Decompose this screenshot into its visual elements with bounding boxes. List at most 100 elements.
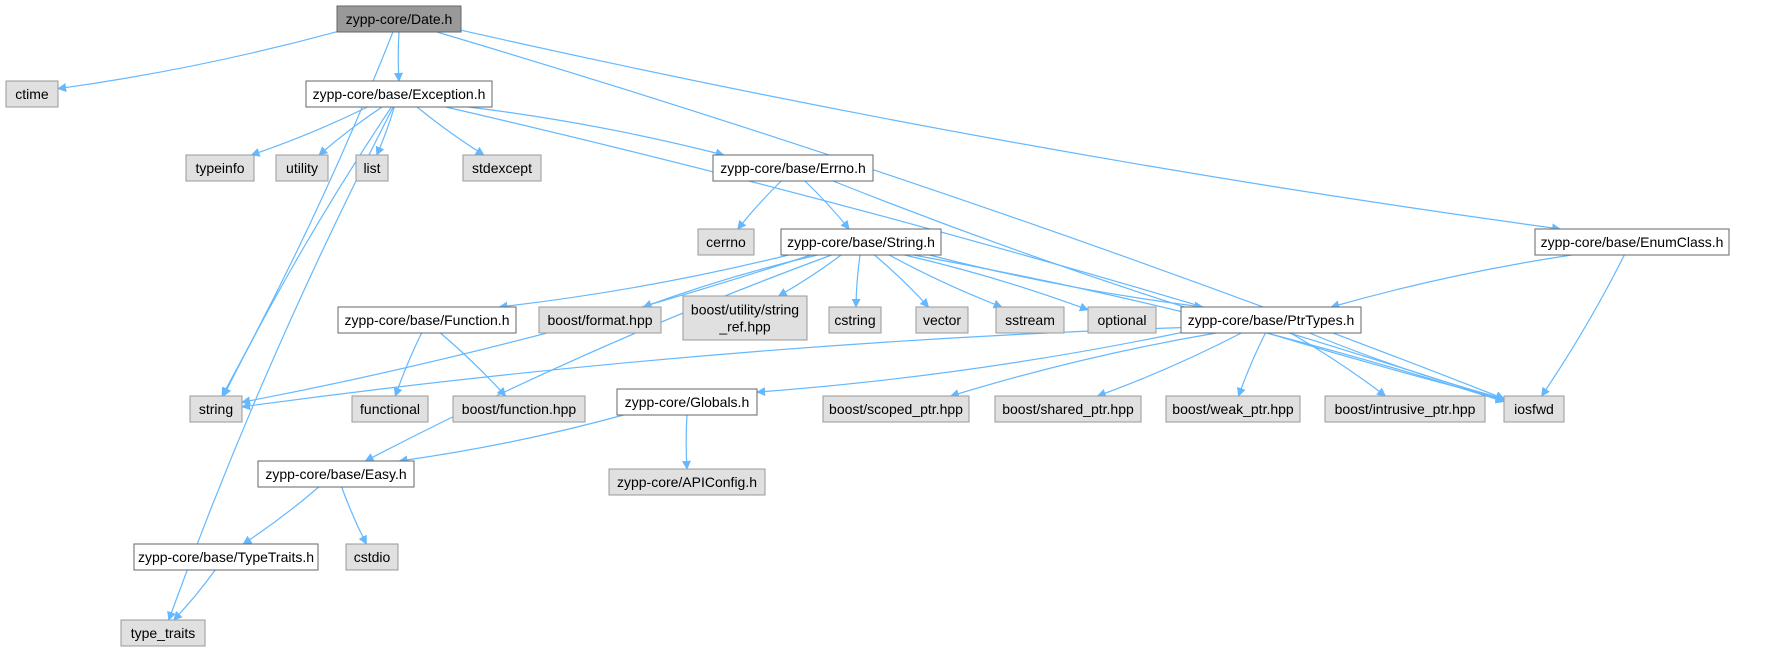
node-stdexcept: stdexcept xyxy=(462,154,542,182)
node-errno_h[interactable]: zypp-core/base/Errno.h xyxy=(712,154,874,182)
node-box xyxy=(915,306,969,334)
edge-date-to-enumclass xyxy=(460,29,1562,233)
node-label: zypp-core/base/PtrTypes.h xyxy=(1188,312,1355,328)
edge-string_h-to-boost_string_ref xyxy=(777,254,842,297)
node-box xyxy=(1165,395,1301,423)
edge-exception-to-string xyxy=(223,106,392,397)
node-box xyxy=(608,468,766,496)
node-list: list xyxy=(355,154,389,182)
node-enumclass[interactable]: zypp-core/base/EnumClass.h xyxy=(1534,228,1730,256)
node-box xyxy=(355,154,389,182)
node-label: list xyxy=(363,160,380,176)
edge-date-to-iosfwd xyxy=(436,31,1505,400)
edge-string_h-to-vector xyxy=(874,254,930,308)
node-globals[interactable]: zypp-core/Globals.h xyxy=(616,388,758,416)
node-box xyxy=(275,154,329,182)
node-label: boost/function.hpp xyxy=(462,401,577,417)
node-function_h[interactable]: zypp-core/base/Function.h xyxy=(337,306,517,334)
node-label: utility xyxy=(286,160,318,176)
node-label: zypp-core/base/Function.h xyxy=(345,312,510,328)
node-label: functional xyxy=(360,401,420,417)
node-label: string xyxy=(199,401,233,417)
node-label: boost/weak_ptr.hpp xyxy=(1172,401,1294,417)
node-box xyxy=(822,395,970,423)
node-boost_weak: boost/weak_ptr.hpp xyxy=(1165,395,1301,423)
node-box xyxy=(780,228,942,256)
node-box xyxy=(305,80,493,108)
node-box xyxy=(337,306,517,334)
node-label: sstream xyxy=(1005,312,1055,328)
node-ptrtypes[interactable]: zypp-core/base/PtrTypes.h xyxy=(1180,306,1362,334)
node-box xyxy=(133,543,319,571)
node-boost_scoped: boost/scoped_ptr.hpp xyxy=(822,395,970,423)
node-label: optional xyxy=(1097,312,1146,328)
node-box xyxy=(351,395,429,423)
edge-ptrtypes-to-boost_shared xyxy=(1096,332,1242,398)
node-ctime: ctime xyxy=(5,80,59,108)
node-string_h[interactable]: zypp-core/base/String.h xyxy=(780,228,942,256)
node-boost_shared: boost/shared_ptr.hpp xyxy=(994,395,1142,423)
node-box xyxy=(189,395,243,423)
edge-typetraits_h-to-type_traits xyxy=(173,569,216,621)
edge-ptrtypes-to-boost_intrusive xyxy=(1290,332,1387,397)
edge-string_h-to-cstring xyxy=(851,254,861,308)
dependency-nodes: zypp-core/Date.h ctime zypp-core/base/Exce… xyxy=(5,5,1730,647)
node-iosfwd: iosfwd xyxy=(1503,395,1565,423)
node-string: string xyxy=(189,395,243,423)
node-box xyxy=(697,228,755,256)
node-box xyxy=(1534,228,1730,256)
node-vector: vector xyxy=(915,306,969,334)
edge-exception-to-utility xyxy=(318,106,383,156)
node-box xyxy=(120,619,206,647)
edge-string_h-to-string xyxy=(241,254,811,406)
edge-exception-to-iosfwd xyxy=(445,106,1505,403)
node-box xyxy=(538,306,662,334)
edge-string_h-to-easy xyxy=(364,254,832,462)
node-box xyxy=(462,154,542,182)
node-box xyxy=(1503,395,1565,423)
node-box xyxy=(712,154,874,182)
edge-globals-to-easy xyxy=(398,414,624,465)
node-label: cstdio xyxy=(354,549,391,565)
node-typetraits_h[interactable]: zypp-core/base/TypeTraits.h xyxy=(133,543,319,571)
edge-ptrtypes-to-boost_weak xyxy=(1237,332,1266,397)
node-utility: utility xyxy=(275,154,329,182)
node-type_traits: type_traits xyxy=(120,619,206,647)
node-box xyxy=(828,306,882,334)
node-label: boost/shared_ptr.hpp xyxy=(1002,401,1134,417)
node-cstring: cstring xyxy=(828,306,882,334)
node-label: zypp-core/base/TypeTraits.h xyxy=(138,549,314,565)
edge-function_h-to-functional xyxy=(393,332,423,397)
edge-easy-to-typetraits_h xyxy=(242,486,320,545)
node-easy[interactable]: zypp-core/base/Easy.h xyxy=(257,460,415,488)
edge-errno_h-to-string_h xyxy=(804,180,850,230)
node-functional: functional xyxy=(351,395,429,423)
edge-string_h-to-boost_format xyxy=(642,254,818,309)
node-label: zypp-core/base/Errno.h xyxy=(720,160,866,176)
node-exception[interactable]: zypp-core/base/Exception.h xyxy=(305,80,493,108)
node-date[interactable]: zypp-core/Date.h xyxy=(336,5,462,33)
node-boost_intrusive: boost/intrusive_ptr.hpp xyxy=(1324,395,1486,423)
node-label: zypp-core/APIConfig.h xyxy=(617,474,757,490)
edge-ptrtypes-to-globals xyxy=(756,332,1182,397)
node-box xyxy=(1324,395,1486,423)
node-label: iosfwd xyxy=(1514,401,1554,417)
node-label: typeinfo xyxy=(195,160,244,176)
node-label: stdexcept xyxy=(472,160,532,176)
node-label: cerrno xyxy=(706,234,746,250)
node-box xyxy=(994,395,1142,423)
edge-string_h-to-optional xyxy=(904,254,1089,312)
edge-globals-to-apiconfig xyxy=(681,414,691,470)
node-label: ctime xyxy=(15,86,49,102)
node-sstream: sstream xyxy=(995,306,1065,334)
node-box xyxy=(345,543,399,571)
node-label: zypp-core/Globals.h xyxy=(625,394,750,410)
node-box xyxy=(616,388,758,416)
node-label: zypp-core/base/String.h xyxy=(787,234,935,250)
node-cerrno: cerrno xyxy=(697,228,755,256)
edge-enumclass-to-ptrtypes xyxy=(1330,254,1572,310)
edge-errno_h-to-iosfwd xyxy=(832,180,1505,402)
node-label: boost/format.hpp xyxy=(547,312,652,328)
node-box xyxy=(5,80,59,108)
